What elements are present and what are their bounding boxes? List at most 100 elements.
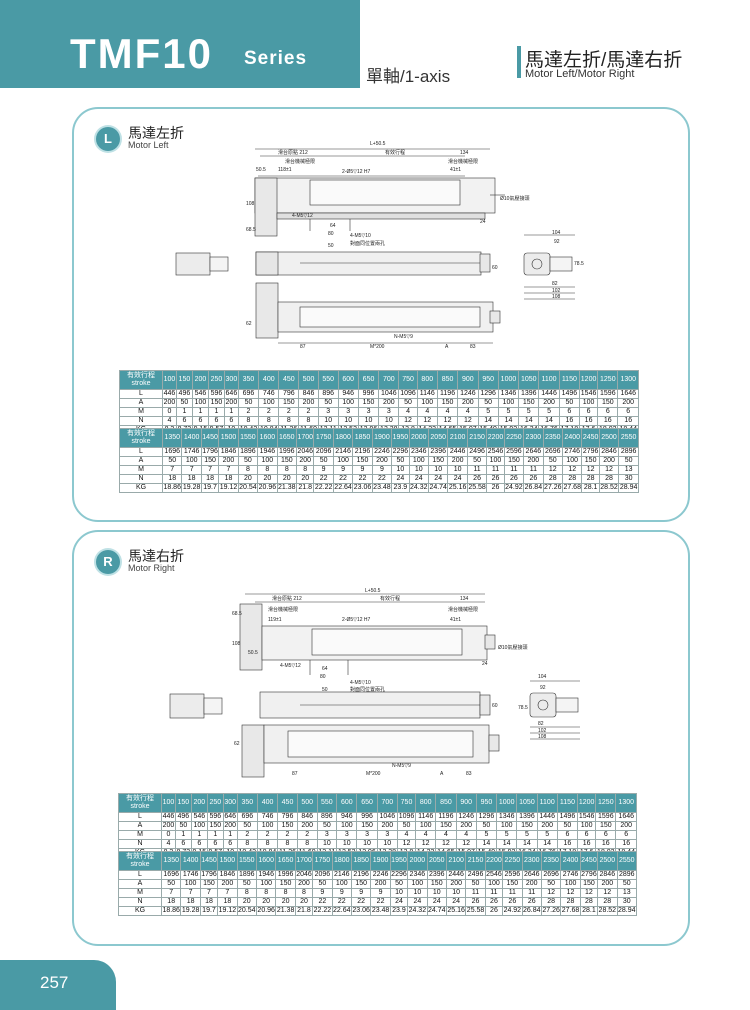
spec-cell: 14 — [536, 839, 558, 849]
spec-cell: 2146 — [332, 447, 354, 457]
spec-cell: 4 — [457, 407, 479, 417]
spec-cell: 10 — [356, 839, 378, 849]
spec-cell: 200 — [538, 398, 560, 408]
spec-cell: 696 — [236, 812, 258, 822]
stroke-value: 650 — [356, 793, 378, 813]
spec-cell: 24 — [426, 897, 447, 907]
spec-cell: 2746 — [560, 870, 581, 880]
spec-cell: 100 — [257, 456, 278, 466]
stroke-value: 300 — [222, 793, 238, 813]
row-label: N — [118, 839, 162, 849]
spec-cell: 2096 — [313, 447, 334, 457]
spec-cell: 1946 — [257, 447, 278, 457]
spec-cell: 12 — [398, 416, 418, 426]
spec-cell: 3 — [317, 407, 339, 417]
spec-cell: 2446 — [447, 447, 468, 457]
spec-cell: 12 — [540, 888, 562, 898]
title-accent-bar — [517, 46, 521, 78]
spec-cell: 20.54 — [236, 906, 257, 916]
r-dim-50-5: 50.5 — [248, 650, 258, 656]
spec-cell: 6 — [578, 407, 599, 417]
stroke-value: 900 — [455, 793, 477, 813]
row-label: N — [119, 416, 163, 426]
stroke-value: 600 — [337, 370, 359, 390]
spec-cell: 8 — [258, 416, 280, 426]
spec-cell: 696 — [237, 389, 260, 399]
spec-cell: 14 — [475, 839, 498, 849]
spec-cell: 20 — [275, 897, 296, 907]
spec-cell: 100 — [180, 879, 201, 889]
stroke-value: 1150 — [558, 370, 581, 390]
spec-cell: 200 — [598, 456, 620, 466]
r-dim-24: 24 — [482, 661, 488, 667]
spec-cell: 596 — [206, 812, 224, 822]
limit-left-val: 118±1 — [278, 167, 292, 173]
r-pitch: M*200 — [366, 771, 381, 777]
spec-cell: 150 — [277, 821, 298, 831]
dim-92: 92 — [554, 239, 560, 245]
spec-cell: 19.12 — [218, 483, 239, 493]
stroke-value: 750 — [396, 793, 417, 813]
stroke-value: 2200 — [484, 851, 504, 871]
spec-cell: 28 — [560, 897, 581, 907]
spec-cell: 2196 — [350, 870, 372, 880]
spec-cell: 150 — [427, 456, 449, 466]
spec-cell: 150 — [503, 456, 525, 466]
spec-cell: 20 — [294, 897, 314, 907]
stroke-value: 1100 — [538, 370, 560, 390]
spec-cell: 20 — [257, 474, 278, 484]
row-label: M — [118, 830, 162, 840]
spec-cell: 50 — [477, 398, 499, 408]
spec-cell: 2396 — [426, 870, 447, 880]
stroke-value: 2450 — [581, 428, 600, 448]
spec-cell: 22.22 — [312, 906, 333, 916]
spec-cell: 846 — [296, 812, 318, 822]
spec-cell: 1346 — [497, 389, 520, 399]
spec-cell: 2096 — [312, 870, 333, 880]
r-dim-68-5: 68.5 — [232, 611, 242, 617]
spec-cell: 19.7 — [200, 483, 220, 493]
spec-cell: 26 — [502, 897, 523, 907]
page-number: 257 — [40, 973, 69, 992]
r-air-fitting: Ø10氣壓接頭 — [498, 644, 527, 651]
spec-cell: 100 — [561, 456, 583, 466]
spec-cell: 14 — [496, 839, 518, 849]
stroke-value: 1400 — [181, 428, 202, 448]
spec-cell: 4 — [398, 407, 418, 417]
spec-cell: 16 — [597, 416, 619, 426]
spec-cell: 746 — [258, 389, 280, 399]
stroke-value: 950 — [475, 793, 498, 813]
spec-cell: 24 — [408, 474, 429, 484]
spec-cell: 2696 — [542, 447, 564, 457]
spec-cell: 1696 — [161, 447, 183, 457]
spec-cell: 18 — [181, 474, 202, 484]
r-dim-134: 134 — [460, 596, 469, 602]
stroke-value: 150 — [175, 370, 193, 390]
spec-cell: 100 — [578, 398, 599, 408]
spec-cell: 23.06 — [352, 483, 373, 493]
stroke-value: 2100 — [445, 851, 467, 871]
spec-cell: 100 — [332, 456, 354, 466]
spec-cell: 2396 — [427, 447, 449, 457]
spec-cell: 9 — [350, 888, 372, 898]
spec-cell: 646 — [223, 389, 239, 399]
spec-cell: 30 — [618, 474, 639, 484]
stroke-value: 2300 — [523, 428, 544, 448]
spec-cell: 2696 — [540, 870, 562, 880]
stroke-value: 1300 — [615, 793, 637, 813]
spec-cell: 546 — [191, 389, 209, 399]
nut: N-M5▽9 — [394, 334, 413, 340]
spec-cell: 22 — [371, 474, 393, 484]
spec-cell: 19.28 — [180, 906, 201, 916]
spec-cell: 200 — [223, 398, 239, 408]
screw-4m5-10: 4-M5▽10 — [350, 233, 371, 239]
stroke-value: 1850 — [352, 428, 373, 448]
spec-cell: 18 — [180, 897, 201, 907]
spec-cell: 24 — [445, 897, 467, 907]
r-dim-62: 62 — [234, 741, 240, 747]
r-mech-limit-left: 滑台機械極限 — [268, 606, 298, 613]
spec-cell: 20.96 — [257, 483, 278, 493]
stroke-value: 1800 — [331, 851, 352, 871]
